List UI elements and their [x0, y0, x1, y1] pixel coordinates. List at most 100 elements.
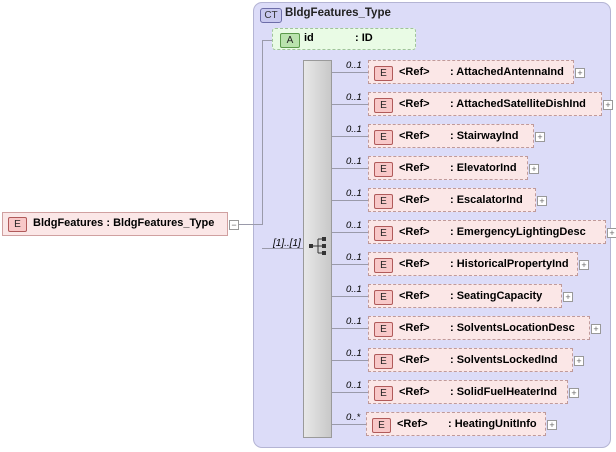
complex-type-title: BldgFeatures_Type [285, 7, 391, 19]
expand-icon[interactable]: + [574, 356, 584, 366]
element-occurrence: 0..1 [346, 316, 362, 327]
element-connector [332, 232, 368, 233]
element-occurrence: 0..1 [346, 284, 362, 295]
root-element-box[interactable] [2, 212, 228, 236]
element-connector [332, 72, 368, 73]
element-badge: E [372, 418, 391, 433]
element-name: : EscalatorInd [450, 194, 523, 206]
element-connector [332, 200, 368, 201]
sequence-icon [309, 237, 326, 255]
element-badge: E [374, 226, 393, 241]
element-box[interactable] [368, 188, 536, 212]
element-badge: E [374, 354, 393, 369]
element-connector [332, 168, 368, 169]
element-connector [332, 264, 368, 265]
element-ref-label: <Ref> [399, 226, 430, 238]
sequence-occurrence: [1]..[1] [273, 238, 301, 249]
element-badge: E [374, 194, 393, 209]
element-box[interactable] [368, 220, 606, 244]
element-box[interactable] [368, 124, 534, 148]
element-name: : ElevatorInd [450, 162, 517, 174]
expand-icon[interactable]: + [547, 420, 557, 430]
expand-icon[interactable]: + [607, 228, 616, 238]
element-occurrence: 0..1 [346, 92, 362, 103]
element-occurrence: 0..1 [346, 252, 362, 263]
element-badge: E [374, 258, 393, 273]
element-occurrence: 0..1 [346, 156, 362, 167]
element-ref-label: <Ref> [399, 322, 430, 334]
attribute-connector [262, 40, 272, 41]
element-connector [332, 328, 368, 329]
element-badge: E [374, 322, 393, 337]
element-name: : SolventsLocationDesc [450, 322, 575, 334]
root-connector [237, 224, 263, 225]
element-badge: E [374, 66, 393, 81]
element-ref-label: <Ref> [399, 386, 430, 398]
element-badge: E [374, 386, 393, 401]
element-badge: E [374, 162, 393, 177]
element-box[interactable] [366, 412, 546, 436]
element-box[interactable] [368, 348, 573, 372]
element-ref-label: <Ref> [399, 66, 430, 78]
element-name: : AttachedSatelliteDishInd [450, 98, 586, 110]
element-occurrence: 0..1 [346, 124, 362, 135]
element-occurrence: 0..* [346, 412, 361, 423]
element-occurrence: 0..1 [346, 348, 362, 359]
element-name: : SeatingCapacity [450, 290, 543, 302]
element-name: : SolidFuelHeaterInd [450, 386, 557, 398]
expand-icon[interactable]: + [603, 100, 613, 110]
element-box[interactable] [368, 156, 528, 180]
element-box[interactable] [368, 252, 578, 276]
element-box[interactable] [368, 92, 602, 116]
element-name: : EmergencyLightingDesc [450, 226, 586, 238]
element-name: : HistoricalPropertyInd [450, 258, 569, 270]
attribute-box[interactable] [272, 28, 416, 50]
expand-icon[interactable]: + [535, 132, 545, 142]
element-name: : HeatingUnitInfo [448, 418, 537, 430]
expand-icon[interactable]: + [563, 292, 573, 302]
element-box[interactable] [368, 380, 568, 404]
element-connector [332, 104, 368, 105]
element-connector [332, 424, 366, 425]
expand-icon[interactable]: + [537, 196, 547, 206]
element-name: : StairwayInd [450, 130, 519, 142]
element-connector [332, 360, 368, 361]
root-element-label: BldgFeatures : BldgFeatures_Type [33, 217, 215, 229]
attribute-type: : ID [355, 32, 373, 44]
element-box[interactable] [368, 316, 590, 340]
element-ref-label: <Ref> [399, 98, 430, 110]
sequence-connector [262, 248, 303, 249]
attribute-name: id [304, 32, 314, 44]
element-connector [332, 136, 368, 137]
element-ref-label: <Ref> [397, 418, 428, 430]
root-element-badge: E [8, 217, 27, 232]
expand-icon[interactable]: + [529, 164, 539, 174]
expand-icon[interactable]: + [575, 68, 585, 78]
expand-icon[interactable]: + [569, 388, 579, 398]
trunk-connector [262, 40, 263, 225]
root-collapse-icon[interactable]: − [229, 220, 239, 230]
element-ref-label: <Ref> [399, 354, 430, 366]
expand-icon[interactable]: + [591, 324, 601, 334]
element-ref-label: <Ref> [399, 258, 430, 270]
element-occurrence: 0..1 [346, 60, 362, 71]
element-name: : SolventsLockedInd [450, 354, 558, 366]
element-ref-label: <Ref> [399, 130, 430, 142]
element-name: : AttachedAntennaInd [450, 66, 564, 78]
element-occurrence: 0..1 [346, 188, 362, 199]
element-ref-label: <Ref> [399, 194, 430, 206]
element-box[interactable] [368, 60, 574, 84]
attribute-badge: A [280, 33, 300, 48]
element-box[interactable] [368, 284, 562, 308]
element-ref-label: <Ref> [399, 162, 430, 174]
element-occurrence: 0..1 [346, 220, 362, 231]
expand-icon[interactable]: + [579, 260, 589, 270]
element-occurrence: 0..1 [346, 380, 362, 391]
element-badge: E [374, 98, 393, 113]
element-badge: E [374, 130, 393, 145]
element-connector [332, 392, 368, 393]
element-connector [332, 296, 368, 297]
complex-type-badge: CT [260, 8, 282, 23]
element-badge: E [374, 290, 393, 305]
element-ref-label: <Ref> [399, 290, 430, 302]
